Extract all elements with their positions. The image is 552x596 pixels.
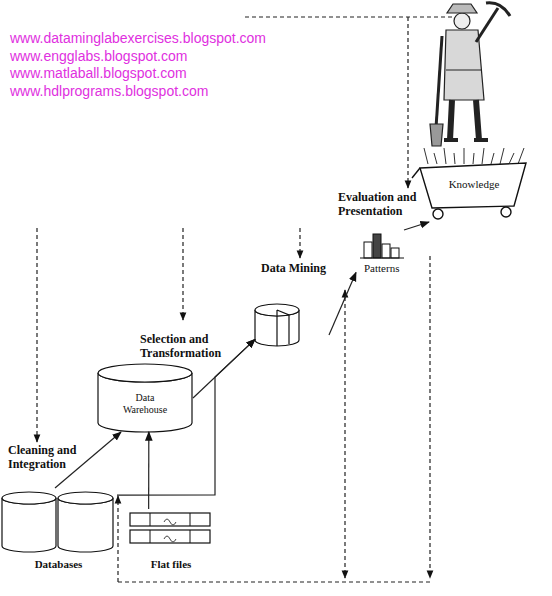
cart-handle (412, 168, 420, 178)
task-data-cylinder (255, 310, 299, 346)
knowledge-ray (491, 153, 494, 164)
knowledge-ray (464, 148, 465, 164)
flat-file-record (130, 530, 210, 543)
shovel-handle (436, 36, 442, 128)
bar-baseline (360, 258, 404, 259)
node-shape (98, 364, 192, 432)
node-label: Data Mining (261, 262, 329, 276)
flow-arrow (148, 432, 149, 509)
feedback-line (344, 290, 345, 578)
knowledge-ray (473, 153, 474, 164)
knowledge-ray (444, 148, 446, 164)
miner-hat (447, 4, 477, 13)
step-label: Evaluation and Presentation (338, 190, 430, 219)
node-label: Flat files (128, 558, 214, 571)
record-squiggle (164, 536, 176, 542)
knowledge-ray (454, 153, 455, 164)
node-label: Data Warehouse (115, 392, 175, 415)
shovel-blade (430, 124, 443, 146)
node-label: Patterns (364, 262, 420, 275)
pattern-bar (391, 248, 399, 258)
step-label: Selection and Transformation (140, 332, 250, 361)
cart-wheel (433, 209, 443, 219)
node-shape (2, 492, 113, 552)
pickaxe-head (486, 3, 510, 16)
node-shape (412, 148, 526, 219)
flat-file-record (130, 513, 210, 526)
database-cylinder-top (58, 492, 113, 504)
feedback-line (299, 228, 300, 258)
knowledge-ray (482, 148, 484, 164)
database-cylinder-top (2, 492, 56, 504)
miner-legs (450, 100, 479, 140)
cart-wheel (501, 207, 511, 217)
knowledge-ray (509, 153, 514, 164)
feedback-line (117, 496, 118, 582)
process-node: Patterns (356, 230, 420, 280)
watermark-url: www.matlaball.blogspot.com (10, 65, 187, 81)
feedback-line (36, 228, 37, 442)
knowledge-ray (500, 148, 504, 164)
watermark-url: www.dataminglabexercises.blogspot.com (10, 30, 266, 46)
feedback-line (407, 17, 408, 188)
flow-arrow (404, 222, 429, 230)
process-node: Databases (0, 488, 117, 576)
database-cylinder (58, 498, 113, 552)
miner-figure (430, 3, 510, 146)
miner-head (454, 13, 470, 29)
warehouse-cylinder-top (98, 364, 192, 382)
knowledge-ray (424, 148, 428, 164)
feedback-line (429, 256, 430, 578)
node-label: Databases (0, 558, 117, 571)
process-node: Data Warehouse (97, 364, 193, 432)
feedback-line (118, 581, 430, 582)
node-shape (255, 304, 299, 346)
feedback-line (245, 16, 470, 17)
pattern-bar (373, 234, 381, 258)
database-cylinder (2, 498, 56, 552)
miner-feet (444, 138, 488, 142)
knowledge-ray (434, 153, 437, 164)
pickaxe-handle (476, 8, 498, 42)
miner-belt (446, 69, 482, 70)
watermark-url: www.hdlprograms.blogspot.com (10, 83, 208, 99)
pattern-bar (364, 242, 372, 258)
process-node: Flat files (128, 509, 214, 576)
process-node: Data Mining (255, 262, 329, 348)
feedback-line (182, 228, 183, 320)
node-label: Knowledge (438, 178, 510, 191)
step-label: Cleaning and Integration (8, 443, 93, 472)
pattern-bar (382, 244, 390, 258)
flow-arrow (329, 273, 356, 336)
record-divider (150, 530, 190, 543)
record-divider (150, 513, 190, 526)
knowledge-ray (518, 148, 524, 164)
process-node: Knowledge (418, 148, 528, 222)
node-shape (130, 513, 210, 543)
watermark-url: www.engglabs.blogspot.com (10, 48, 187, 64)
cylinder-slice (277, 310, 289, 346)
record-squiggle (164, 519, 176, 525)
cart-body (420, 163, 526, 208)
node-shape (360, 234, 404, 258)
